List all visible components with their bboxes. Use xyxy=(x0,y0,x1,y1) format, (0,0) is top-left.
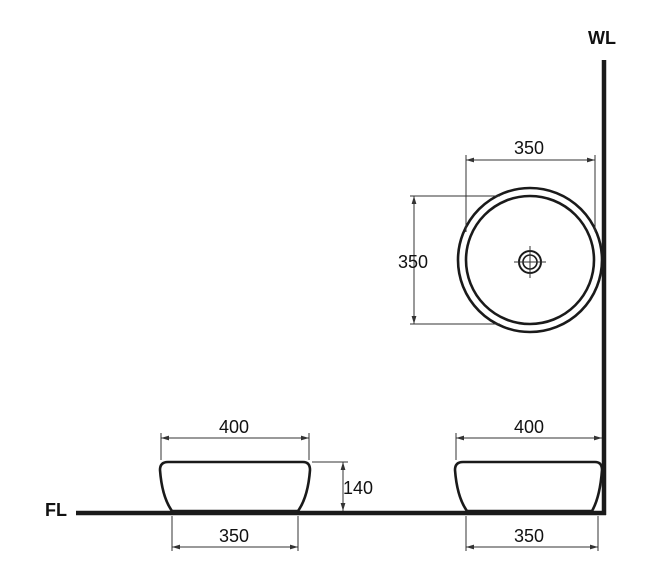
front-top-width-label: 400 xyxy=(219,417,249,437)
wall-line-label: WL xyxy=(588,28,616,48)
side-view: 400 350 xyxy=(453,417,604,551)
front-view: 400 350 140 xyxy=(158,417,373,551)
top-width-label: 350 xyxy=(514,138,544,158)
side-top-width-label: 400 xyxy=(514,417,544,437)
side-bottom-width-label: 350 xyxy=(514,526,544,546)
front-bottom-width-label: 350 xyxy=(219,526,249,546)
front-height-label: 140 xyxy=(343,478,373,498)
side-basin-body xyxy=(453,460,604,513)
floor-line-label: FL xyxy=(45,500,67,520)
top-view: 350 350 xyxy=(398,138,604,334)
front-basin-body xyxy=(158,460,312,513)
top-depth-label: 350 xyxy=(398,252,428,272)
